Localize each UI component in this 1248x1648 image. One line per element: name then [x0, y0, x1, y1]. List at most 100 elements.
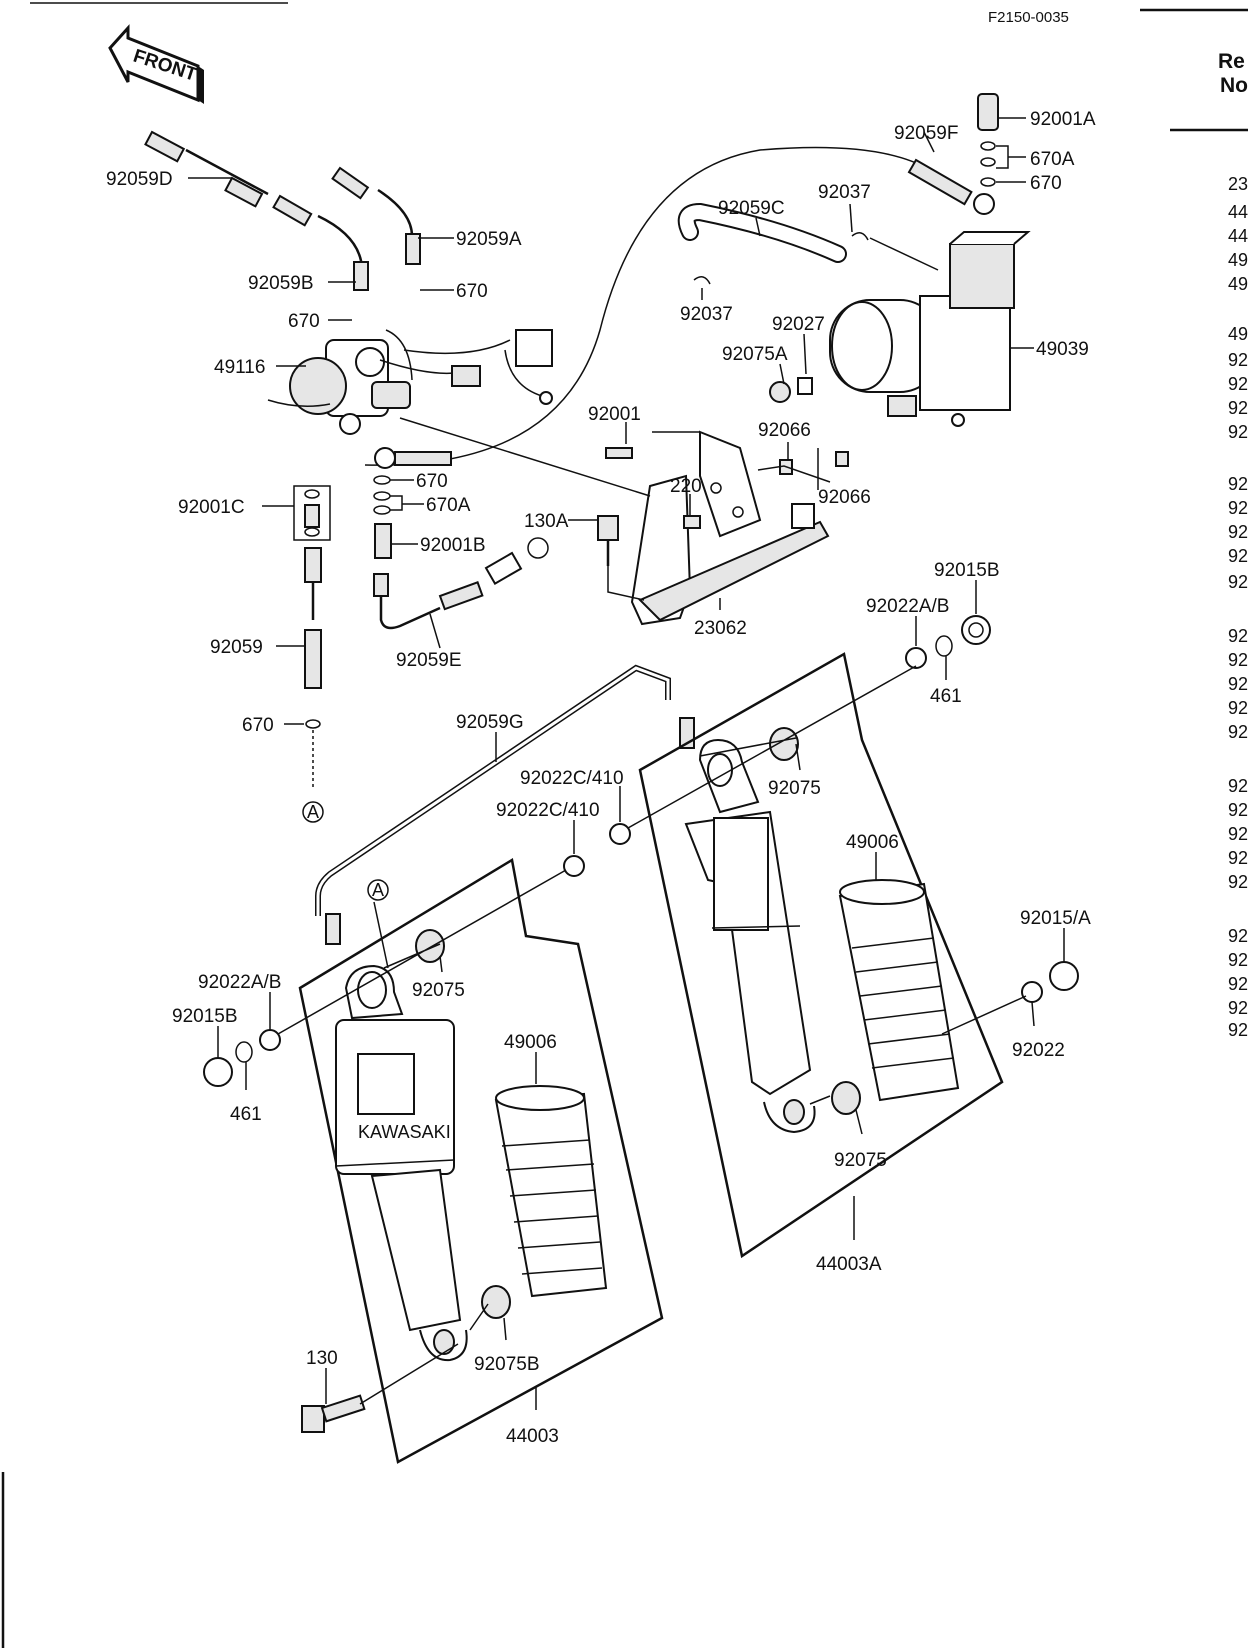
ref-table-row: 92 [1228, 474, 1248, 494]
ref-table-row: 92 [1228, 998, 1248, 1018]
ref-table-row: 23 [1228, 174, 1248, 194]
nut-92015B-top-icon [961, 615, 991, 645]
ref-table-row: 92 [1228, 722, 1248, 742]
ref-table-column: 2344444949499292929292929292929292929292… [1228, 174, 1248, 1040]
leader-92075-a [795, 743, 801, 771]
ref-table-row: 92 [1228, 776, 1248, 796]
bracket-23062-icon [630, 430, 830, 626]
leader-670A-top [996, 145, 1026, 169]
label-670A-mid: 670A [426, 495, 471, 516]
label-92015B-top: 92015B [934, 560, 1000, 581]
label-92037-b: 92037 [680, 304, 733, 325]
ref-circle-a-bottom [302, 801, 324, 823]
small-parts-bracket-icon [597, 377, 849, 566]
leader-92022 [1031, 1001, 1035, 1027]
label-92075-c: 92075 [834, 1150, 887, 1171]
ref-circle-a-top [367, 879, 389, 901]
leader-92075B [503, 1317, 507, 1341]
label-49039: 49039 [1036, 339, 1089, 360]
hose-92059A-icon [331, 166, 421, 265]
ref-table-row: 92 [1228, 546, 1248, 566]
hose-92059C-icon [677, 202, 847, 263]
label-220: 220 [670, 476, 702, 497]
label-92037-a: 92037 [818, 182, 871, 203]
label-92059B: 92059B [248, 273, 314, 294]
label-92027: 92027 [772, 314, 825, 335]
label-92059E: 92059E [396, 650, 462, 671]
ref-table-row: 49 [1228, 250, 1248, 270]
fitting-92001C-icon [304, 489, 320, 537]
ref-table-row: 92 [1228, 650, 1248, 670]
label-44003: 44003 [506, 1426, 559, 1447]
ref-table-row: 92 [1228, 950, 1248, 970]
label-92075A: 92075A [722, 344, 788, 365]
label-461-left: 461 [230, 1104, 262, 1125]
ref-table-header-2: No [1220, 74, 1248, 97]
ref-table-row: 92 [1228, 398, 1248, 418]
ref-table-header-1: Re [1218, 50, 1245, 73]
label-49006-l: 49006 [504, 1032, 557, 1053]
leader-92059F-pump [869, 237, 939, 271]
ref-table-row: 92 [1228, 422, 1248, 442]
label-92075-a: 92075 [768, 778, 821, 799]
right-shock-hardware-icon [609, 727, 1079, 1115]
hose-92059G-icon [315, 664, 671, 916]
left-shock-hardware-icon [203, 855, 585, 1433]
leader-670A-mid [390, 495, 424, 511]
svg-text:KAWASAKI: KAWASAKI [358, 1122, 451, 1142]
hose-92059E-icon [373, 537, 549, 630]
label-92059A: 92059A [456, 229, 522, 250]
leader-92037-a [849, 203, 853, 233]
label-92066-a: 92066 [758, 420, 811, 441]
hose-92059F-icon [907, 158, 995, 215]
leader-92075A [779, 363, 785, 385]
label-49116: 49116 [214, 357, 265, 378]
ref-table-row: 92 [1228, 800, 1248, 820]
label-670-e: 670 [242, 715, 274, 736]
ref-table-row: 92 [1228, 974, 1248, 994]
ref-table-row: 49 [1228, 274, 1248, 294]
label-92022C410-b: 92022C/410 [496, 800, 600, 821]
label-92022AB-top: 92022A/B [866, 596, 949, 617]
frame-44003 [298, 857, 664, 1464]
hose-92059F-loop [364, 146, 931, 466]
label-130: 130 [306, 1348, 338, 1369]
o-ring-stack-icon [373, 475, 392, 559]
label-44003A: 44003A [816, 1254, 882, 1275]
label-92059: 92059 [210, 637, 263, 658]
label-92059D: 92059D [106, 169, 173, 190]
clip-92037-icon [693, 232, 869, 285]
ref-table-row: 92 [1228, 374, 1248, 394]
label-92075B: 92075B [474, 1354, 540, 1375]
leader-92075-c [855, 1109, 863, 1135]
left-shock-axis-lines [277, 869, 567, 1405]
hose-92059G-end-left [325, 913, 341, 945]
leader-92075-b [439, 955, 443, 973]
label-670A-top: 670A [1030, 149, 1075, 170]
frame-44003A [638, 652, 1004, 1259]
label-92001C: 92001C [178, 497, 245, 518]
label-92015A: 92015/A [1020, 908, 1091, 929]
ref-table-row: 92 [1228, 522, 1248, 542]
ref-table-row: 92 [1228, 350, 1248, 370]
label-92075-b: 92075 [412, 980, 465, 1001]
leader-92059F [923, 131, 935, 153]
label-670-top: 670 [1030, 173, 1062, 194]
label-461-top: 461 [930, 686, 962, 707]
ref-table-row: 92 [1228, 926, 1248, 946]
figure-code: F2150-0035 [988, 9, 1069, 26]
ref-table-row: 92 [1228, 626, 1248, 646]
label-92066-b: 92066 [818, 487, 871, 508]
label-92059F: 92059F [894, 123, 958, 144]
ref-table-row: 92 [1228, 848, 1248, 868]
label-92059G: 92059G [456, 712, 524, 733]
boot-49006-right-icon [838, 879, 960, 1102]
control-valve-49116-icon [267, 329, 413, 435]
label-92001B: 92001B [420, 535, 486, 556]
ref-table-row: 92 [1228, 824, 1248, 844]
bracket-92001C-box [293, 485, 331, 541]
label-92001: 92001 [588, 404, 641, 425]
ref-table-row: 92 [1228, 498, 1248, 518]
ref-table-row: 92 [1228, 698, 1248, 718]
label-670-c: 670 [288, 311, 320, 332]
